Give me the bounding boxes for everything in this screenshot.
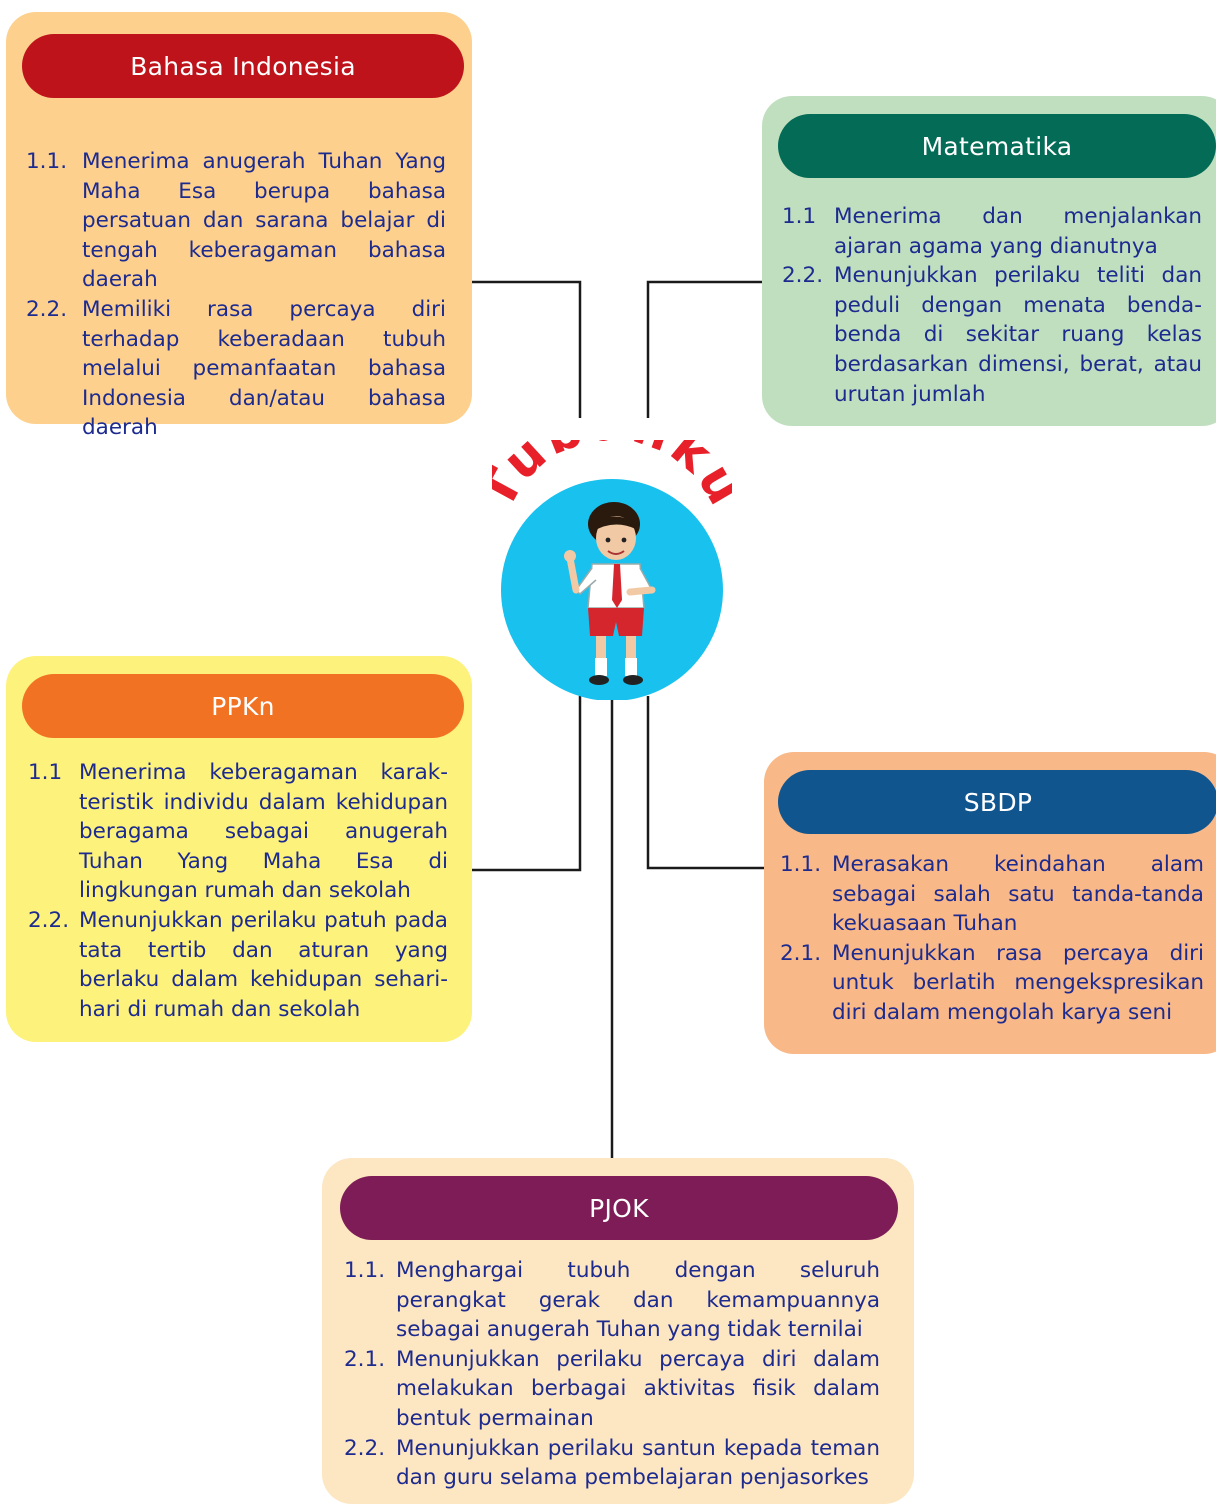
item-number: 2.2.	[344, 1435, 386, 1461]
item-text: Memiliki rasa percaya diri terhadap kebe…	[82, 296, 446, 441]
connector-sbdp	[646, 696, 764, 870]
card-title: Matematika	[778, 114, 1216, 178]
item-number: 2.2.	[26, 296, 68, 322]
card-title: PJOK	[340, 1176, 898, 1240]
item-number: 2.1.	[344, 1346, 386, 1372]
card-sbdp: SBDP 1.1. Merasakan keindahan alam sebag…	[764, 752, 1216, 1054]
list-item: 1.1. Menghargai tubuh dengan seluruh per…	[344, 1256, 880, 1345]
item-number: 2.1.	[780, 940, 822, 966]
item-text: Menunjukkan perilaku percaya diri dalam …	[396, 1346, 880, 1431]
list-item: 2.2. Memiliki rasa percaya diri terhadap…	[26, 295, 446, 443]
connector-ppkn	[472, 696, 582, 872]
list-item: 2.2. Menunjukkan perilaku patuh pada tat…	[28, 906, 448, 1024]
item-text: Menerima keberagaman karak-teristik indi…	[79, 760, 448, 904]
card-pjok: PJOK 1.1. Menghargai tubuh dengan seluru…	[322, 1158, 914, 1504]
competency-list: 1.1. Merasakan keindahan alam sebagai sa…	[780, 850, 1204, 1028]
list-item: 1.1. Menerima anugerah Tuhan Yang Maha E…	[26, 147, 446, 295]
competency-list: 1.1. Menghargai tubuh dengan seluruh per…	[344, 1256, 880, 1493]
item-text: Menghargai tubuh dengan seluruh perangka…	[396, 1258, 880, 1343]
list-item: 2.1. Menunjukkan perilaku percaya diri d…	[344, 1345, 880, 1434]
item-text: Menunjukkan perilaku teliti dan peduli d…	[834, 263, 1202, 407]
item-number: 1.1.	[344, 1258, 386, 1283]
item-number: 1.1.	[26, 149, 68, 174]
list-item: 1.1 Menerima keberagaman karak-teristik …	[28, 758, 448, 906]
item-number: 1.1.	[780, 852, 822, 877]
boy-figure-icon	[564, 502, 656, 685]
item-text: Menerima anugerah Tuhan Yang Maha Esa be…	[82, 149, 446, 293]
item-text: Menunjukkan perilaku patuh pada tata ter…	[79, 907, 448, 1022]
competency-list: 1.1 Menerima dan menjalankan ajaran agam…	[782, 202, 1202, 409]
list-item: 2.1. Menunjukkan rasa percaya diri untuk…	[780, 939, 1204, 1028]
item-number: 2.2.	[28, 907, 70, 933]
card-title: PPKn	[22, 674, 464, 738]
item-text: Menunjukkan rasa percaya diri untuk berl…	[832, 940, 1204, 1025]
card-ppkn: PPKn 1.1 Menerima keberagaman karak-teri…	[6, 656, 472, 1042]
list-item: 2.2. Menunjukkan perilaku santun kepada …	[344, 1434, 880, 1493]
center-topic: Tubuhku	[467, 394, 753, 701]
item-number: 2.2.	[782, 263, 824, 289]
item-number: 1.1	[28, 760, 63, 785]
list-item: 2.2. Menunjukkan perilaku teliti dan ped…	[782, 261, 1202, 409]
card-matematika: Matematika 1.1 Menerima dan menjalankan …	[762, 96, 1216, 426]
connector-matematika	[646, 280, 762, 418]
competency-list: 1.1 Menerima keberagaman karak-teristik …	[28, 758, 448, 1024]
competency-list: 1.1. Menerima anugerah Tuhan Yang Maha E…	[26, 147, 446, 443]
item-text: Merasakan keindahan alam sebagai salah s…	[832, 852, 1204, 937]
item-text: Menerima dan menjalankan ajaran agama ya…	[834, 204, 1202, 259]
item-number: 1.1	[782, 204, 817, 229]
item-text: Menunjukkan perilaku santun kepada teman…	[396, 1435, 880, 1491]
list-item: 1.1. Merasakan keindahan alam sebagai sa…	[780, 850, 1204, 939]
list-item: 1.1 Menerima dan menjalankan ajaran agam…	[782, 202, 1202, 261]
card-bahasa-indonesia: Bahasa Indonesia 1.1. Menerima anugerah …	[6, 12, 472, 440]
card-title: SBDP	[778, 770, 1216, 834]
card-title: Bahasa Indonesia	[22, 34, 464, 98]
connector-bahasa-indonesia	[472, 280, 582, 418]
